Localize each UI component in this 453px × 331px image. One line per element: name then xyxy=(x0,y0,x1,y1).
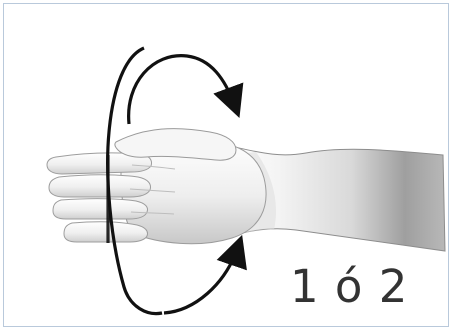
figure-frame: 1 ó 2 xyxy=(3,3,449,327)
rotation-count-label: 1 ó 2 xyxy=(290,261,440,313)
